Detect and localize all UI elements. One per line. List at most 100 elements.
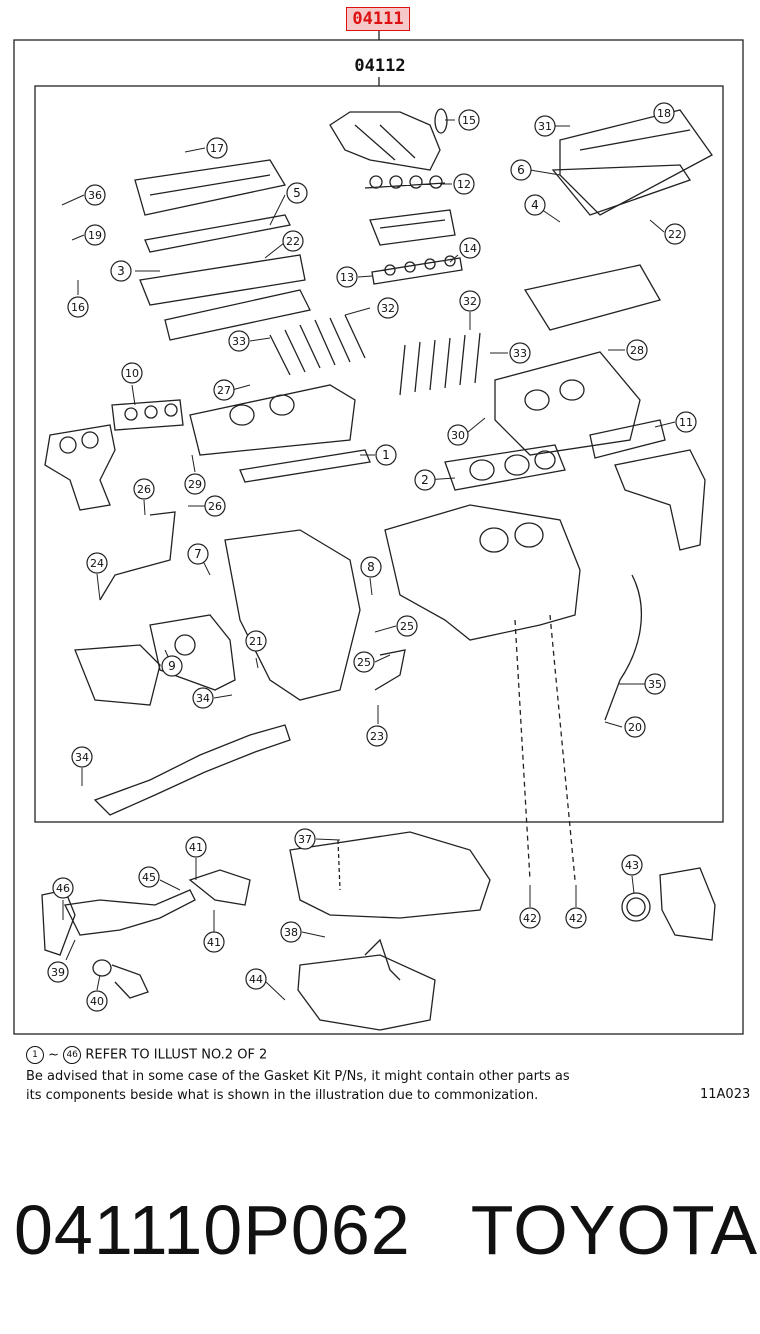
callout-number: 24 (90, 557, 104, 570)
callout-circle (621, 854, 643, 876)
callout-43[interactable]: 43 (621, 854, 643, 876)
callout-4[interactable]: 4 (524, 194, 546, 216)
callout-11[interactable]: 11 (675, 411, 697, 433)
callout-13[interactable]: 13 (336, 266, 358, 288)
callout-34[interactable]: 34 (192, 687, 214, 709)
left-valves-part (269, 314, 366, 376)
callout-circle (161, 655, 183, 677)
callout-circle (245, 968, 267, 990)
callout-number: 2 (421, 473, 429, 487)
callout-46[interactable]: 46 (52, 877, 74, 899)
callout-42[interactable]: 42 (565, 907, 587, 929)
callout-number: 31 (538, 120, 552, 133)
callout-number: 7 (194, 547, 202, 561)
callout-28[interactable]: 28 (626, 339, 648, 361)
callout-5[interactable]: 5 (286, 182, 308, 204)
water-bypass-part (188, 869, 251, 906)
callout-44[interactable]: 44 (245, 968, 267, 990)
callout-30[interactable]: 30 (447, 424, 469, 446)
callout-12[interactable]: 12 (453, 173, 475, 195)
callout-number: 46 (56, 882, 70, 895)
callout-26[interactable]: 26 (133, 478, 155, 500)
callout-14[interactable]: 14 (459, 237, 481, 259)
callout-6[interactable]: 6 (510, 159, 532, 181)
callout-9[interactable]: 9 (161, 655, 183, 677)
hose-ring-40-part (92, 959, 112, 977)
callout-22[interactable]: 22 (664, 223, 686, 245)
gasket-kit-code[interactable]: 04111 (346, 7, 410, 31)
callout-45[interactable]: 45 (138, 866, 160, 888)
callout-17[interactable]: 17 (206, 137, 228, 159)
callout-circle (510, 159, 532, 181)
callout-2[interactable]: 2 (414, 469, 436, 491)
callout-36[interactable]: 36 (84, 184, 106, 206)
callout-35[interactable]: 35 (644, 673, 666, 695)
callout-19[interactable]: 19 (84, 224, 106, 246)
callout-number: 37 (298, 833, 312, 846)
callout-circle (86, 552, 108, 574)
callout-number: 3 (117, 264, 125, 278)
callout-41[interactable]: 41 (185, 836, 207, 858)
callout-34[interactable]: 34 (71, 746, 93, 768)
callout-40[interactable]: 40 (86, 990, 108, 1012)
callout-number: 26 (137, 483, 151, 496)
callout-25[interactable]: 25 (396, 615, 418, 637)
callout-number: 11 (679, 416, 693, 429)
water-pump-gasket-part (149, 614, 236, 691)
callout-circle (204, 495, 226, 517)
callout-22[interactable]: 22 (282, 230, 304, 252)
right-camshaft-housing-part (523, 264, 661, 331)
callout-circle (375, 444, 397, 466)
callout-29[interactable]: 29 (184, 473, 206, 495)
callout-7[interactable]: 7 (187, 543, 209, 565)
callout-20[interactable]: 20 (624, 716, 646, 738)
dashed-leader-42a (514, 619, 531, 881)
callout-number: 36 (88, 189, 102, 202)
callout-33[interactable]: 33 (228, 330, 250, 352)
callout-32[interactable]: 32 (377, 297, 399, 319)
water-hose-40-part (111, 964, 149, 999)
callout-circle (282, 230, 304, 252)
callout-number: 16 (71, 301, 85, 314)
callout-3[interactable]: 3 (110, 260, 132, 282)
exhaust-gasket-11-part (589, 419, 666, 459)
callout-8[interactable]: 8 (360, 556, 382, 578)
callout-23[interactable]: 23 (366, 725, 388, 747)
callout-circle (366, 725, 388, 747)
callout-33[interactable]: 33 (509, 342, 531, 364)
callout-16[interactable]: 16 (67, 296, 89, 318)
callout-circle (294, 828, 316, 850)
callout-circle (459, 290, 481, 312)
callout-39[interactable]: 39 (47, 961, 69, 983)
right-valve-cover-gasket-part (551, 164, 692, 216)
water-pipe-part (93, 724, 291, 816)
callout-1[interactable]: 1 (375, 444, 397, 466)
o-ring-15-part (434, 108, 448, 134)
callout-32[interactable]: 32 (459, 290, 481, 312)
callout-27[interactable]: 27 (213, 379, 235, 401)
callout-25[interactable]: 25 (353, 651, 375, 673)
callout-number: 20 (628, 721, 642, 734)
callout-circle (624, 716, 646, 738)
sub-kit-code: 04112 (354, 56, 406, 76)
head-gasket-2-part (444, 444, 566, 491)
callout-10[interactable]: 10 (121, 362, 143, 384)
callout-leaders (61, 109, 676, 1001)
callout-number: 22 (668, 228, 682, 241)
callout-31[interactable]: 31 (534, 115, 556, 137)
callout-15[interactable]: 15 (458, 109, 480, 131)
callout-21[interactable]: 21 (245, 630, 267, 652)
callout-38[interactable]: 38 (280, 921, 302, 943)
callout-circle (86, 990, 108, 1012)
callout-circle (133, 478, 155, 500)
callout-37[interactable]: 37 (294, 828, 316, 850)
callout-24[interactable]: 24 (86, 552, 108, 574)
callout-number: 27 (217, 384, 231, 397)
callout-circle (71, 746, 93, 768)
callout-26[interactable]: 26 (204, 495, 226, 517)
callout-41[interactable]: 41 (203, 931, 225, 953)
callout-circle (245, 630, 267, 652)
callout-18[interactable]: 18 (653, 102, 675, 124)
callout-42[interactable]: 42 (519, 907, 541, 929)
plenum-gasket-part (364, 175, 446, 189)
